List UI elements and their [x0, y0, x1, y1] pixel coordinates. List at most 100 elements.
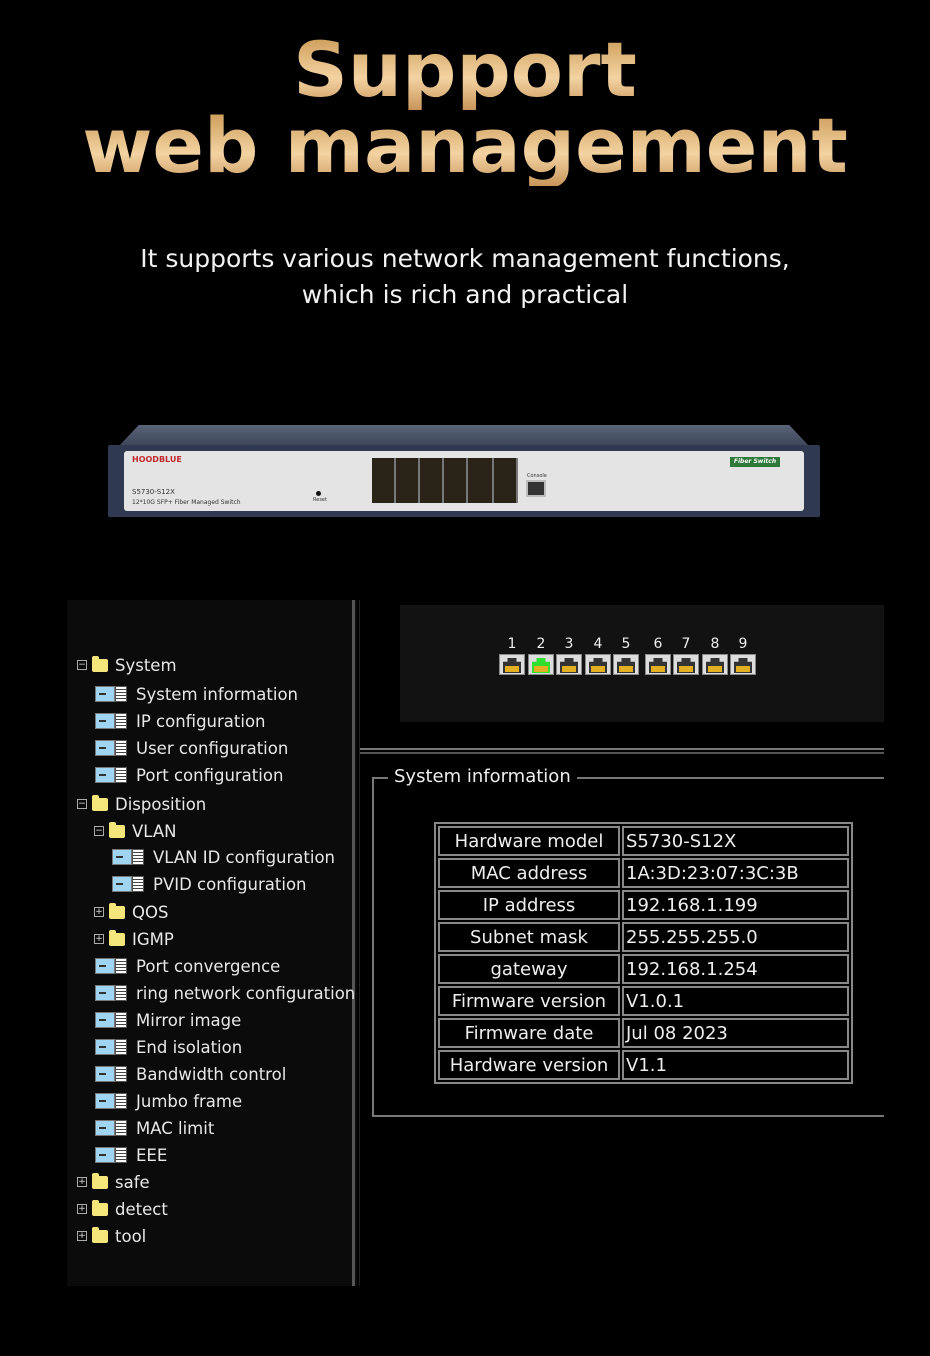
- expand-icon[interactable]: +: [77, 1177, 87, 1187]
- tree-item-label: detect: [115, 1199, 168, 1219]
- device-model: S5730-S12X: [132, 488, 175, 496]
- tree-item[interactable]: System information: [95, 681, 298, 707]
- field-value: Jul 08 2023: [622, 1018, 849, 1048]
- field-label: MAC address: [438, 858, 620, 888]
- tree-item[interactable]: End isolation: [95, 1034, 242, 1060]
- tree-item-igmp[interactable]: + IGMP: [94, 926, 174, 952]
- page-icon: [95, 740, 129, 756]
- tree-scrollbar[interactable]: [352, 600, 360, 1286]
- tree-item-detect[interactable]: + detect: [77, 1196, 168, 1222]
- tree-item[interactable]: MAC limit: [95, 1115, 214, 1141]
- hero-subtitle-line2: which is rich and practical: [301, 280, 629, 309]
- console-label: Console: [527, 473, 547, 479]
- port-label: 6: [653, 636, 663, 652]
- port-label: 3: [564, 636, 574, 652]
- page-icon: [95, 1120, 129, 1136]
- tree-item[interactable]: User configuration: [95, 735, 288, 761]
- tree-item-system[interactable]: − System: [77, 652, 177, 678]
- ethernet-port-icon[interactable]: [673, 654, 699, 675]
- ethernet-port-icon[interactable]: [702, 654, 728, 675]
- tree-item-qos[interactable]: + QOS: [94, 899, 168, 925]
- page-icon: [95, 1147, 129, 1163]
- tree-item[interactable]: EEE: [95, 1142, 167, 1168]
- ethernet-port-icon[interactable]: [730, 654, 756, 675]
- collapse-icon[interactable]: −: [77, 799, 87, 809]
- tree-item[interactable]: Bandwidth control: [95, 1061, 286, 1087]
- console-port: [526, 480, 546, 497]
- tree-item-vlan[interactable]: −VLAN: [94, 818, 177, 844]
- fiber-switch-badge: Fiber Switch: [730, 457, 780, 467]
- port-label: 9: [738, 636, 748, 652]
- ethernet-port-icon[interactable]: [556, 654, 582, 675]
- page-icon: [95, 1066, 129, 1082]
- system-information-fieldset: [372, 777, 884, 1117]
- brand-logo: HOODBLUE: [132, 455, 182, 464]
- tree-item[interactable]: VLAN ID configuration: [112, 844, 335, 870]
- tree-item[interactable]: IP configuration: [95, 708, 266, 734]
- ethernet-port-icon[interactable]: [585, 654, 611, 675]
- folder-icon: [92, 1199, 108, 1216]
- tree-item[interactable]: Port configuration: [95, 762, 283, 788]
- tree-item-label: Disposition: [115, 794, 207, 814]
- field-label: Hardware version: [438, 1050, 620, 1080]
- ethernet-port-icon[interactable]: [499, 654, 525, 675]
- tree-item-label: End isolation: [136, 1037, 243, 1057]
- tree-item-label: IGMP: [132, 929, 174, 949]
- tree-item[interactable]: Mirror image: [95, 1007, 241, 1033]
- page-icon: [112, 876, 146, 892]
- field-label: Firmware date: [438, 1018, 620, 1048]
- tree-item-label: EEE: [136, 1145, 168, 1165]
- folder-icon: [92, 1172, 108, 1189]
- tree-item[interactable]: Port convergence: [95, 953, 280, 979]
- port-label: 1: [507, 636, 517, 652]
- tree-item-label: QOS: [132, 902, 169, 922]
- expand-icon[interactable]: +: [94, 934, 104, 944]
- expand-icon[interactable]: +: [94, 907, 104, 917]
- expand-icon[interactable]: +: [77, 1231, 87, 1241]
- page-icon: [95, 1012, 129, 1028]
- tree-item-safe[interactable]: +safe: [77, 1169, 150, 1195]
- reset-label: Reset: [313, 497, 327, 503]
- tree-item-label: System: [115, 655, 177, 675]
- hero-subtitle-line1: It supports various network management f…: [140, 244, 790, 273]
- port-status-panel: [400, 605, 884, 722]
- folder-icon: [109, 929, 125, 946]
- field-value: V1.0.1: [622, 986, 849, 1016]
- divider: [360, 748, 884, 754]
- expand-icon[interactable]: +: [77, 1204, 87, 1214]
- field-value: 255.255.255.0: [622, 922, 849, 952]
- tree-item-label: MAC limit: [136, 1118, 215, 1138]
- tree-item-disposition[interactable]: − Disposition: [77, 791, 206, 817]
- tree-item-tool[interactable]: +tool: [77, 1223, 146, 1249]
- tree-item[interactable]: Jumbo frame: [95, 1088, 242, 1114]
- collapse-icon[interactable]: −: [77, 660, 87, 670]
- port-label: 2: [536, 636, 546, 652]
- field-label: gateway: [438, 954, 620, 984]
- tree-item-label: Port configuration: [136, 765, 284, 785]
- tree-item[interactable]: ring network configuration: [95, 980, 355, 1006]
- tree-item-label: System information: [136, 684, 299, 704]
- system-information-legend: System information: [388, 766, 577, 787]
- field-label: Subnet mask: [438, 922, 620, 952]
- reset-button: [316, 491, 321, 496]
- folder-icon: [92, 1226, 108, 1243]
- tree-item[interactable]: PVID configuration: [112, 871, 307, 897]
- page-icon: [95, 1093, 129, 1109]
- field-label: Firmware version: [438, 986, 620, 1016]
- page-icon: [95, 1039, 129, 1055]
- collapse-icon[interactable]: −: [94, 826, 104, 836]
- ethernet-port-icon[interactable]: [645, 654, 671, 675]
- page-icon: [95, 713, 129, 729]
- hero-title-line1: Support: [0, 30, 930, 110]
- page-icon: [95, 767, 129, 783]
- field-value: 1A:3D:23:07:3C:3B: [622, 858, 849, 888]
- ethernet-port-icon[interactable]: [613, 654, 639, 675]
- ethernet-port-icon[interactable]: [528, 654, 554, 675]
